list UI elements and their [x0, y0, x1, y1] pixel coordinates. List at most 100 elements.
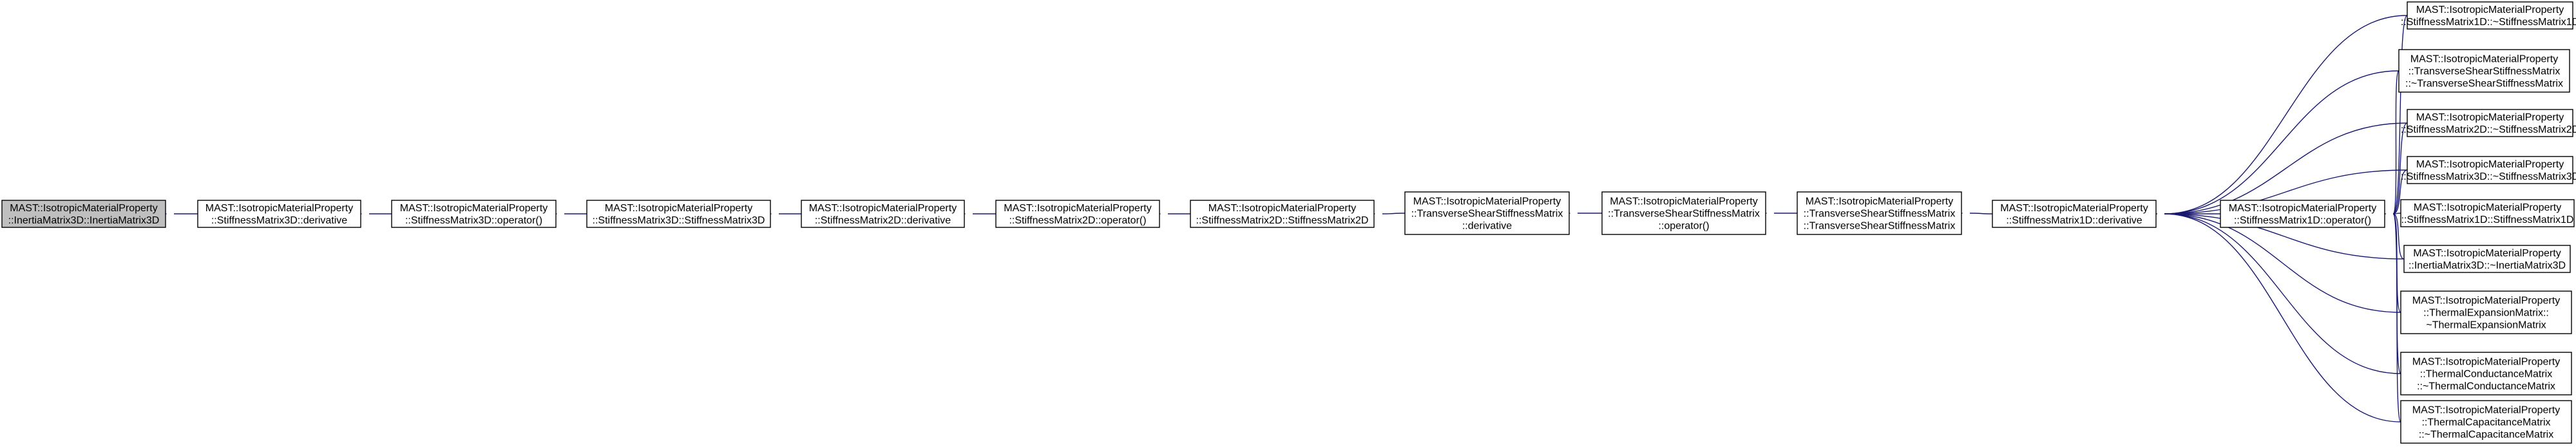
node-label-line: MAST::IsotropicMaterialProperty: [2000, 203, 2148, 214]
node-label-line: MAST::IsotropicMaterialProperty: [1610, 196, 1757, 207]
graph-node-stiff3d-op[interactable]: MAST::IsotropicMaterialProperty::Stiffne…: [391, 200, 557, 228]
node-box[interactable]: [1992, 200, 2157, 228]
node-label-line: ::StiffnessMatrix2D::operator(): [1009, 215, 1146, 226]
call-edge: [2392, 122, 2408, 214]
node-box[interactable]: [1190, 200, 1375, 228]
graph-node-stiff1d-deriv[interactable]: MAST::IsotropicMaterialProperty::Stiffne…: [1992, 200, 2157, 228]
call-edge: [2164, 213, 2405, 260]
node-label-line: ::operator(): [1658, 221, 1709, 232]
node-label-line: MAST::IsotropicMaterialProperty: [2416, 159, 2564, 170]
node-label-line: ::TransverseShearStiffnessMatrix: [1804, 221, 1956, 232]
node-label-line: MAST::IsotropicMaterialProperty: [2416, 112, 2564, 123]
node-label-line: ::StiffnessMatrix2D::StiffnessMatrix2D: [1196, 215, 1369, 226]
graph-node-inertia3d[interactable]: MAST::IsotropicMaterialProperty::Inertia…: [1, 200, 166, 228]
node-label-line: MAST::IsotropicMaterialProperty: [2229, 203, 2376, 214]
call-edge: [2164, 15, 2408, 214]
graph-node-stiff1d-op[interactable]: MAST::IsotropicMaterialProperty::Stiffne…: [2220, 200, 2385, 228]
call-edge: [2392, 213, 2401, 423]
node-box[interactable]: [2400, 199, 2575, 227]
node-label-line: ::derivative: [1462, 221, 1512, 232]
node-label-line: ::StiffnessMatrix2D::~StiffnessMatrix2D: [2401, 124, 2576, 135]
node-label-line: MAST::IsotropicMaterialProperty: [2413, 248, 2561, 259]
node-box[interactable]: [197, 200, 361, 228]
node-box[interactable]: [2407, 156, 2573, 184]
node-box[interactable]: [586, 200, 771, 228]
graph-node-tshear-ctor[interactable]: MAST::IsotropicMaterialProperty::Transve…: [1797, 191, 1962, 235]
node-box[interactable]: [1, 200, 166, 228]
graph-node-tshear-deriv[interactable]: MAST::IsotropicMaterialProperty::Transve…: [1404, 191, 1570, 235]
call-edge: [2392, 15, 2408, 214]
graph-node-stiff2d-op[interactable]: MAST::IsotropicMaterialProperty::Stiffne…: [995, 200, 1160, 228]
node-box[interactable]: [2400, 400, 2572, 444]
call-edge: [2392, 169, 2408, 214]
node-label-line: ::TransverseShearStiffnessMatrix: [1804, 209, 1956, 220]
node-box[interactable]: [801, 200, 965, 228]
node-box[interactable]: [2400, 352, 2572, 395]
graph-node-stiff3d-dtor[interactable]: MAST::IsotropicMaterialProperty::Stiffne…: [2401, 156, 2576, 184]
graph-node-stiff2d-dtor[interactable]: MAST::IsotropicMaterialProperty::Stiffne…: [2401, 109, 2576, 137]
node-label-line: MAST::IsotropicMaterialProperty: [2416, 5, 2564, 15]
graph-node-thermcap-dtor[interactable]: MAST::IsotropicMaterialProperty::Thermal…: [2400, 400, 2572, 444]
node-label-line: ::~TransverseShearStiffnessMatrix: [2405, 79, 2563, 90]
node-label-line: ::InertiaMatrix3D::InertiaMatrix3D: [8, 215, 160, 226]
node-box[interactable]: [1797, 191, 1962, 235]
node-label-line: ::ThermalCapacitanceMatrix: [2421, 417, 2550, 428]
node-label-line: ::~ThermalCapacitanceMatrix: [2419, 430, 2553, 441]
node-label-line: ::StiffnessMatrix3D::StiffnessMatrix3D: [593, 215, 765, 226]
node-label-line: ::InertiaMatrix3D::~InertiaMatrix3D: [2409, 260, 2566, 271]
node-box[interactable]: [1404, 191, 1570, 235]
node-box[interactable]: [1601, 191, 1766, 235]
node-label-line: MAST::IsotropicMaterialProperty: [400, 203, 548, 214]
node-label-line: ::TransverseShearStiffnessMatrix: [2409, 66, 2561, 77]
graph-node-stiff1d-ctor[interactable]: MAST::IsotropicMaterialProperty::Stiffne…: [2400, 199, 2575, 227]
graph-node-tshear-dtor[interactable]: MAST::IsotropicMaterialProperty::Transve…: [2398, 49, 2570, 93]
call-edge: [2164, 122, 2408, 214]
graph-node-stiff3d-deriv[interactable]: MAST::IsotropicMaterialProperty::Stiffne…: [197, 200, 361, 228]
node-label-line: ::TransverseShearStiffnessMatrix: [1608, 209, 1760, 220]
node-label-line: MAST::IsotropicMaterialProperty: [1208, 203, 1356, 214]
node-label-line: MAST::IsotropicMaterialProperty: [2412, 296, 2560, 307]
call-edge: [2164, 213, 2401, 374]
call-edge: [2164, 169, 2408, 214]
node-box[interactable]: [2403, 245, 2571, 273]
node-box[interactable]: [391, 200, 557, 228]
node-label-line: MAST::IsotropicMaterialProperty: [2414, 202, 2561, 213]
graph-node-thermcond-dtor[interactable]: MAST::IsotropicMaterialProperty::Thermal…: [2400, 352, 2572, 395]
node-label-line: ::ThermalConductanceMatrix: [2420, 369, 2552, 380]
call-edge: [2164, 213, 2401, 313]
node-label-line: MAST::IsotropicMaterialProperty: [10, 203, 157, 214]
node-label-line: MAST::IsotropicMaterialProperty: [1004, 203, 1151, 214]
node-box[interactable]: [2407, 109, 2573, 137]
graph-node-inertia3d-dtor[interactable]: MAST::IsotropicMaterialProperty::Inertia…: [2403, 245, 2571, 273]
graph-node-stiff3d-ctor[interactable]: MAST::IsotropicMaterialProperty::Stiffne…: [586, 200, 771, 228]
node-label-line: ::StiffnessMatrix3D::~StiffnessMatrix3D: [2401, 171, 2576, 182]
node-label-line: MAST::IsotropicMaterialProperty: [809, 203, 957, 214]
node-label-line: ::StiffnessMatrix2D::derivative: [815, 215, 951, 226]
call-edge: [1382, 213, 1406, 214]
node-label-line: MAST::IsotropicMaterialProperty: [605, 203, 752, 214]
node-label-line: MAST::IsotropicMaterialProperty: [205, 203, 353, 214]
node-box[interactable]: [995, 200, 1160, 228]
node-label-line: ::ThermalExpansionMatrix::: [2423, 308, 2549, 319]
graph-node-stiff1d-dtor[interactable]: MAST::IsotropicMaterialProperty::Stiffne…: [2401, 1, 2576, 30]
node-box[interactable]: [2400, 290, 2572, 334]
call-edge: [2164, 213, 2401, 423]
graph-node-stiff2d-deriv[interactable]: MAST::IsotropicMaterialProperty::Stiffne…: [801, 200, 965, 228]
node-label-line: ::StiffnessMatrix1D::~StiffnessMatrix1D: [2401, 17, 2576, 28]
node-label-line: ::StiffnessMatrix1D::derivative: [2006, 215, 2142, 226]
node-box[interactable]: [2220, 200, 2385, 228]
call-edge: [2392, 213, 2405, 260]
call-edge: [2392, 70, 2399, 214]
node-box[interactable]: [2407, 1, 2573, 30]
node-label-line: ~ThermalExpansionMatrix: [2426, 320, 2546, 331]
node-label-line: ::StiffnessMatrix3D::operator(): [405, 215, 542, 226]
graph-node-thermexp-dtor[interactable]: MAST::IsotropicMaterialProperty::Thermal…: [2400, 290, 2572, 334]
graph-node-stiff2d-ctor[interactable]: MAST::IsotropicMaterialProperty::Stiffne…: [1190, 200, 1375, 228]
node-label-line: ::~ThermalConductanceMatrix: [2417, 381, 2555, 392]
node-box[interactable]: [2398, 49, 2570, 93]
graph-node-tshear-op[interactable]: MAST::IsotropicMaterialProperty::Transve…: [1601, 191, 1766, 235]
node-label-line: ::StiffnessMatrix1D::StiffnessMatrix1D: [2401, 214, 2574, 225]
node-label-line: ::TransverseShearStiffnessMatrix: [1411, 209, 1563, 220]
node-label-line: MAST::IsotropicMaterialProperty: [2412, 405, 2560, 416]
